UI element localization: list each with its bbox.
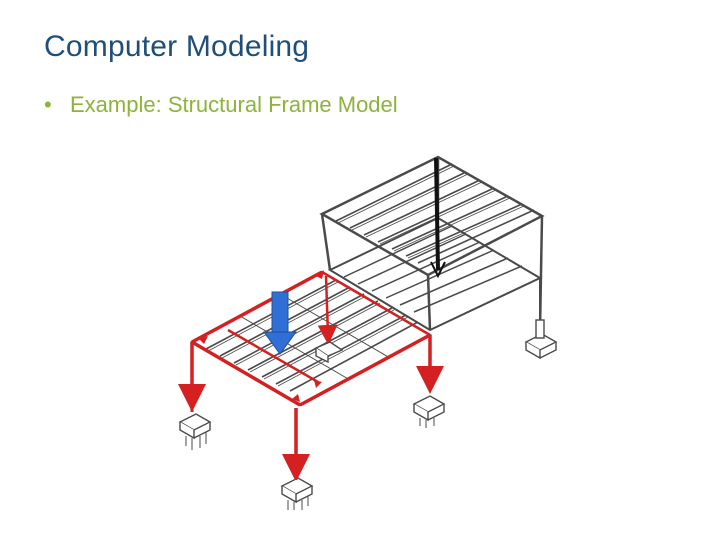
footing-interior [314, 341, 344, 364]
footing-right-front [412, 395, 446, 428]
bullet-marker: • [44, 92, 52, 117]
bullet-item: • Example: Structural Frame Model [44, 92, 398, 118]
applied-load-arrow [263, 291, 297, 355]
bullet-text: Example: Structural Frame Model [70, 92, 398, 117]
beam-arrows [198, 270, 324, 402]
central-column [434, 157, 440, 271]
footing-front-center [280, 477, 314, 510]
footing-front-left [178, 413, 212, 450]
footings [178, 319, 558, 510]
lower-frame [189, 270, 433, 407]
load-path [178, 270, 444, 482]
footing-back-right [524, 319, 558, 360]
footing-reactions [190, 402, 298, 480]
structural-frame-figure [178, 155, 558, 510]
slide-title: Computer Modeling [44, 30, 310, 63]
